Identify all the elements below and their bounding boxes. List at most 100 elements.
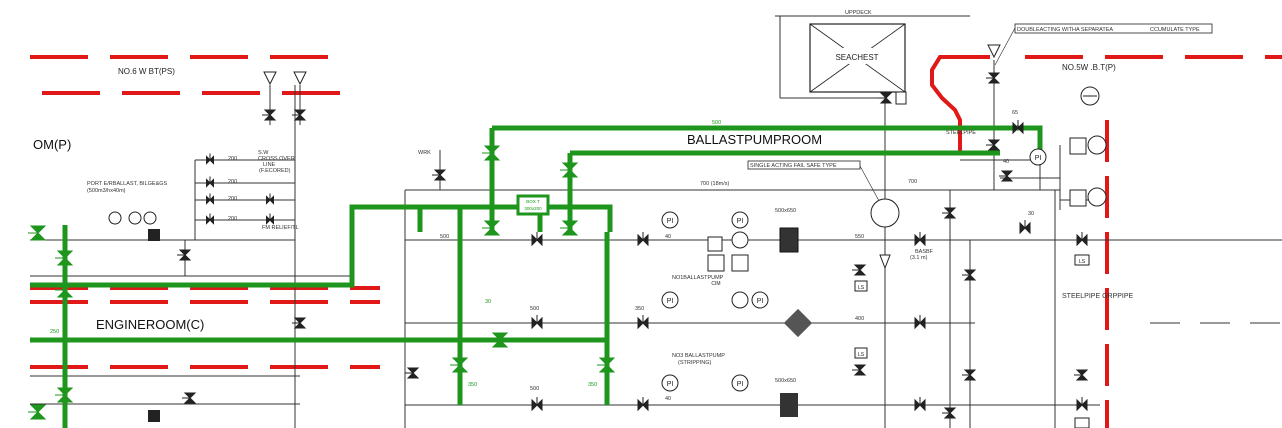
ls-tag: LS [858, 285, 865, 291]
upper-deck-label: UPPDECK [845, 10, 872, 16]
red-boundary-lines [30, 55, 1282, 428]
valve-icon [1074, 369, 1089, 381]
valve-icon [1076, 232, 1088, 247]
size-tag: 500 [712, 120, 721, 126]
valve-icon [292, 317, 307, 329]
valve-icon [531, 232, 543, 247]
crossover-4: (F.ECORED) [259, 168, 291, 174]
size-tag: 700 [908, 179, 917, 185]
green-valve-icon [490, 332, 509, 348]
size-tag: 500x650 [775, 378, 796, 384]
pump1-label: NO1BALLASTPUMP [672, 275, 724, 281]
valve-icon [266, 213, 274, 225]
seachest-label: SEACHEST [835, 53, 878, 62]
size-tag: 40 [1003, 159, 1009, 165]
green-valve-icon [482, 220, 501, 236]
size-tag: 30 [485, 299, 491, 305]
steel-pipe-label: STEELPIPE GRPPIPE [1062, 293, 1134, 300]
size-tag: 200 [228, 179, 237, 185]
valve-icon [962, 369, 977, 381]
valve-icon [914, 232, 926, 247]
size-tag: 400 [855, 316, 864, 322]
cim-tag: CIM [711, 281, 720, 287]
green-valve-icon [28, 225, 47, 241]
valve-icon [177, 249, 192, 261]
pi-gauge: PI [1035, 155, 1042, 162]
ballast-pump-room-label: BALLASTPUMPROOM [687, 132, 822, 147]
valve-icon [405, 367, 420, 379]
valve-icon [986, 139, 1001, 151]
valve-icon [852, 264, 867, 276]
box-tag-1: BOX T [526, 199, 540, 204]
size-tag: 350 [635, 306, 644, 312]
no5-wbt-label: NO.5W .B.T(P) [1062, 63, 1116, 72]
valve-icon [999, 170, 1014, 182]
instruments: PI PI PI PI PI PI PI [108, 135, 1107, 392]
green-valve-icon [55, 282, 74, 298]
size-tag: 40 [665, 234, 671, 240]
size-tag: 350 [588, 382, 597, 388]
valve-icon [637, 397, 649, 412]
valve-icon [262, 109, 277, 121]
valve-icon [292, 109, 307, 121]
valve-icon [637, 232, 649, 247]
size-tag: 40 [665, 396, 671, 402]
ls-tag: LS [1079, 259, 1086, 265]
valve-icon [637, 315, 649, 330]
no6-wbt-label: NO.6 W BT(PS) [118, 67, 175, 76]
green-valve-icon [597, 357, 616, 373]
green-valve-icon [560, 162, 579, 178]
pump3-label-1: NO3 BALLASTPUMP [672, 353, 725, 359]
port-line-1: PORT E/RBALLAST, BILGE&GS [87, 181, 168, 187]
steelpipe-top-label: STEELPIPE [946, 130, 976, 136]
size-tag: 30 [1028, 211, 1034, 217]
valve-icon [531, 315, 543, 330]
valve-icon [206, 176, 214, 188]
green-valve-icon [55, 250, 74, 266]
size-tag: 550 [855, 234, 864, 240]
valve-icon [878, 92, 893, 104]
size-tag: 500 [530, 386, 539, 392]
engine-room-label: ENGINEROOM(C) [96, 317, 204, 332]
size-tag: FM RELIEF/TL [262, 225, 299, 231]
single-acting-label: SINGLE ACTING FAIL SAFE TYPE [750, 163, 837, 169]
valve-icon [942, 207, 957, 219]
valve-icon [1076, 397, 1088, 412]
double-acting-label: DOUBLEACTING WITHA SEPARATEA [1017, 27, 1113, 33]
pi-gauge: PI [667, 381, 674, 388]
green-valve-icon [482, 145, 501, 161]
pi-gauge: PI [667, 298, 674, 305]
valve-icon [206, 153, 214, 165]
pi-gauge: PI [757, 298, 764, 305]
pump3-label-2: (STRIPPING) [678, 360, 711, 366]
port-line-2: (500m3/hx40m) [87, 188, 126, 194]
size-tag: 65 [1012, 110, 1018, 116]
size-tag: BASBF [915, 249, 934, 255]
valve-icon [986, 72, 1001, 84]
seachest: SEACHEST [809, 23, 906, 93]
accumulate-label: CCUMULATE TYPE [1150, 27, 1200, 33]
size-tag: 350 [468, 382, 477, 388]
pi-gauge: PI [737, 218, 744, 225]
valve-icon [1012, 120, 1024, 135]
valve-icon [266, 193, 274, 205]
valve-icon [182, 392, 197, 404]
pi-gauge: PI [737, 381, 744, 388]
pi-gauge: PI [667, 218, 674, 225]
room-labels: OM(P) NO.6 W BT(PS) NO.5W .B.T(P) ENGINE… [33, 10, 1134, 366]
size-tag: 500 [440, 234, 449, 240]
valve-icon [942, 407, 957, 419]
valve-icon [206, 213, 214, 225]
green-valve-icon [560, 220, 579, 236]
size-tag: 200 [228, 216, 237, 222]
valve-icon [914, 397, 926, 412]
crossover-2: CROSS OVER [258, 156, 295, 162]
green-valve-icon [28, 404, 47, 420]
size-tag: 250 [50, 329, 59, 335]
size-tag: 500 [530, 306, 539, 312]
flow-rate-label: 700 (18m/s) [700, 181, 730, 187]
valve-icon [531, 397, 543, 412]
valve-layer [177, 72, 1089, 419]
size-tag: 200 [228, 196, 237, 202]
valve-icon [914, 315, 926, 330]
